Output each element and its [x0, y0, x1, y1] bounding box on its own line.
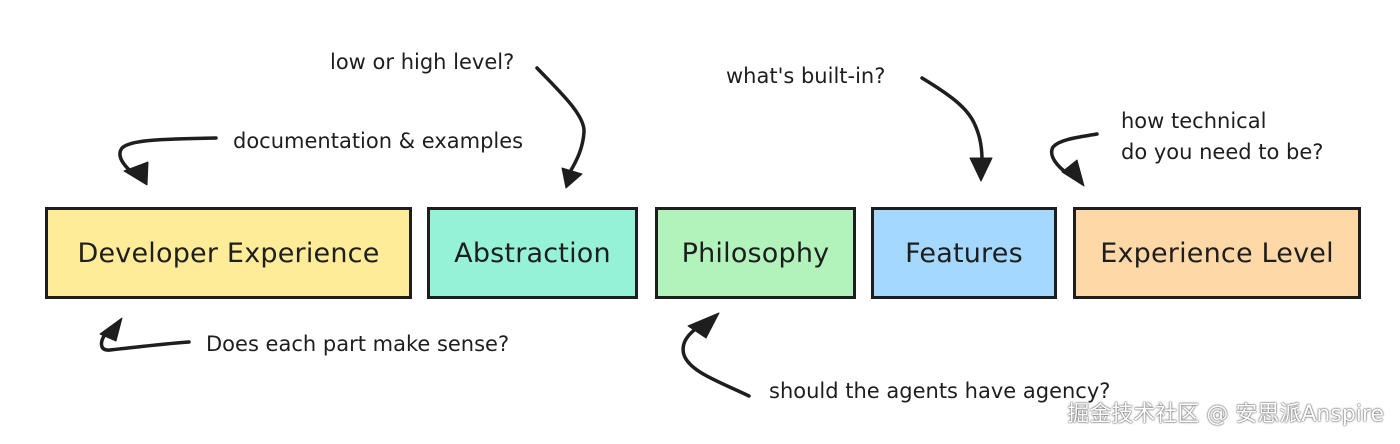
box-abstraction: Abstraction — [427, 207, 638, 299]
box-philosophy: Philosophy — [655, 207, 856, 299]
arrow-documentation — [118, 136, 218, 186]
annotation-technical-line2: do you need to be? — [1121, 140, 1324, 164]
box-experience-level: Experience Level — [1073, 207, 1361, 299]
annotation-technical-line1: how technical — [1121, 109, 1267, 133]
arrow-technical — [1050, 132, 1099, 187]
annotation-low-or-high-level: low or high level? — [330, 50, 515, 74]
arrow-built-in — [920, 76, 993, 182]
annotation-agency: should the agents have agency? — [769, 379, 1111, 403]
box-features: Features — [871, 207, 1057, 299]
annotation-built-in: what's built-in? — [726, 64, 886, 88]
annotation-makes-sense: Does each part make sense? — [206, 332, 510, 356]
arrow-makes-sense — [99, 317, 191, 352]
watermark: 掘金技术社区 @ 安思派Anspire — [1067, 402, 1384, 427]
arrow-low-or-high — [535, 66, 586, 189]
annotation-documentation: documentation & examples — [233, 129, 524, 153]
annotation-technical: how technical do you need to be? — [1121, 106, 1323, 168]
box-developer-experience: Developer Experience — [45, 207, 412, 299]
arrow-agency — [681, 312, 751, 398]
